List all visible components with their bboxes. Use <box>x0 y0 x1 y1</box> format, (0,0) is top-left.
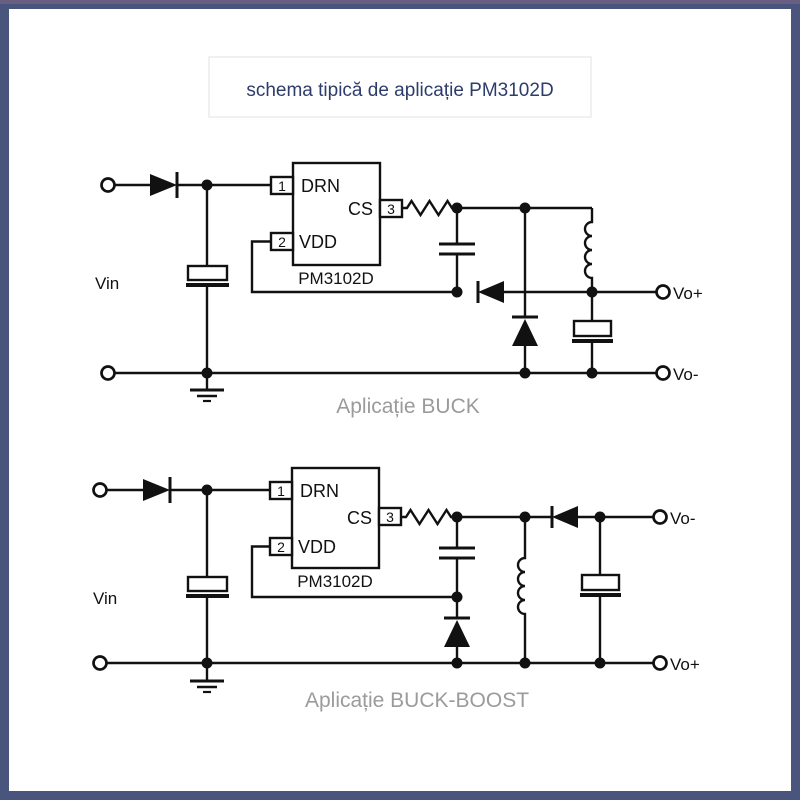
input-capacitor <box>186 264 229 287</box>
page-border-top-tint <box>0 0 800 4</box>
cs-pin-label: CS <box>348 199 373 219</box>
buck-caption: Aplicație BUCK <box>336 395 480 418</box>
inductor-coil <box>583 208 594 292</box>
buckboost-circuit: 1 2 3 DRN VDD CS PM3102D <box>92 466 700 712</box>
freewheel-diode <box>512 315 538 346</box>
inductor <box>516 517 527 663</box>
input-capacitor <box>186 575 229 598</box>
capacitor-positive-plate <box>572 319 613 338</box>
cs-pin-label: CS <box>347 508 372 528</box>
capacitor-positive-plate <box>580 573 621 592</box>
vo-minus-label: Vo- <box>670 509 696 528</box>
vo-minus-label: Vo- <box>673 365 699 384</box>
drn-pin-label: DRN <box>301 176 340 196</box>
drn-pin-label: DRN <box>300 481 339 501</box>
cs-resistor <box>402 198 458 218</box>
output-diode <box>550 506 578 528</box>
title-card <box>208 56 592 118</box>
pin1-number: 1 <box>278 178 286 194</box>
inductor-coil <box>516 517 527 663</box>
input-terminal-positive <box>100 177 116 193</box>
ground-symbol <box>190 373 224 403</box>
output-terminal-positive <box>655 284 671 300</box>
vdd-pin-label: VDD <box>299 232 337 252</box>
vdd-pin-label: VDD <box>298 537 336 557</box>
vin-label: Vin <box>95 274 119 293</box>
output-terminal-negative <box>652 509 668 525</box>
vdd-wire <box>250 240 457 294</box>
output-terminal-positive <box>652 655 668 671</box>
capacitor-positive-plate <box>186 575 229 593</box>
pin3-number: 3 <box>387 201 395 217</box>
input-terminal-negative <box>92 655 108 671</box>
ground-symbol <box>190 663 224 694</box>
freewheel-diode <box>444 616 470 647</box>
cs-resistor <box>401 507 457 527</box>
ic-body <box>290 466 381 570</box>
diode-triangle <box>552 506 578 528</box>
resistor-zigzag <box>401 507 457 527</box>
input-terminal-positive <box>92 482 108 498</box>
vin-label: Vin <box>93 589 117 608</box>
ic-pm3102d: 1 2 3 DRN VDD CS PM3102D <box>269 161 404 288</box>
pin3-number: 3 <box>386 509 394 525</box>
vdd-feed-diode <box>476 281 504 303</box>
snubber-capacitor <box>439 242 475 256</box>
pin1-number: 1 <box>277 483 285 499</box>
diode-triangle <box>444 620 470 647</box>
capacitor-positive-plate <box>186 264 229 282</box>
ic-body <box>291 161 382 267</box>
output-capacitor <box>572 319 613 343</box>
input-diode <box>150 172 179 198</box>
ic-pin1-box <box>268 480 294 501</box>
diode-triangle <box>512 319 538 346</box>
inductor <box>583 208 594 292</box>
junction-dot <box>451 286 463 298</box>
ic-part-number: PM3102D <box>297 572 373 591</box>
diode-triangle <box>150 174 177 196</box>
input-terminal-negative <box>100 365 116 381</box>
output-capacitor <box>580 573 621 597</box>
pin2-number: 2 <box>278 234 286 250</box>
vo-plus-label: Vo+ <box>673 284 703 303</box>
buckboost-caption: Aplicație BUCK-BOOST <box>305 689 529 712</box>
ic-pin1-box <box>269 175 295 196</box>
ic-part-number: PM3102D <box>298 269 374 288</box>
diode-triangle <box>143 479 170 501</box>
diode-triangle <box>478 281 504 303</box>
vo-plus-label: Vo+ <box>670 655 700 674</box>
page-title: schema tipică de aplicație PM3102D <box>246 80 553 101</box>
snubber-capacitor <box>439 546 475 560</box>
vdd-wire <box>250 545 457 599</box>
buck-circuit: 1 2 3 DRN VDD CS PM3102D <box>95 161 703 418</box>
input-diode <box>143 477 172 503</box>
resistor-zigzag <box>402 198 458 218</box>
ic-pm3102d: 1 2 3 DRN VDD CS PM3102D <box>268 466 403 591</box>
output-terminal-negative <box>655 365 671 381</box>
pin2-number: 2 <box>277 539 285 555</box>
